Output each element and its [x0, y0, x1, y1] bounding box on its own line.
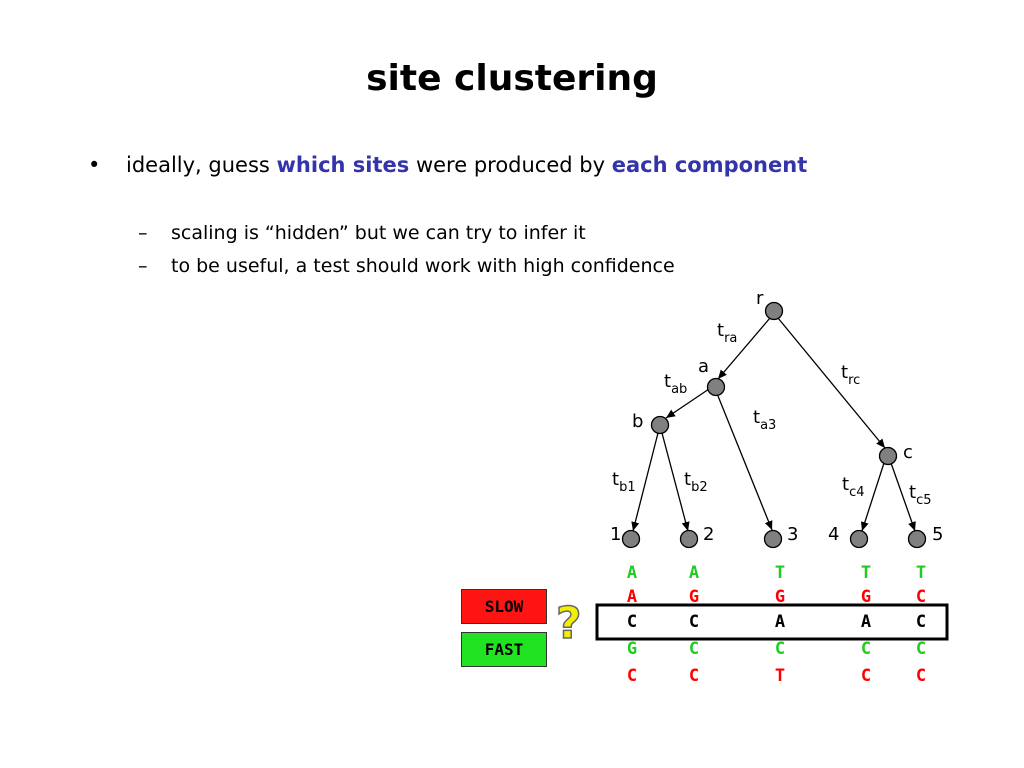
- sub-bullet-text: to be useful, a test should work with hi…: [171, 255, 675, 277]
- edge-label-ab: tab: [664, 371, 687, 397]
- highlighted-site-box: [595, 603, 949, 641]
- sequence-base: C: [627, 666, 637, 686]
- sequence-base: G: [627, 639, 637, 659]
- sequence-base: C: [689, 639, 699, 659]
- node-label-c: c: [903, 442, 913, 463]
- edge-label-b2: tb2: [684, 469, 708, 495]
- slow-button[interactable]: SLOW: [461, 589, 547, 624]
- node-3: [763, 529, 783, 549]
- node-1: [621, 529, 641, 549]
- sequence-base: C: [689, 612, 699, 632]
- sequence-base: C: [861, 666, 871, 686]
- edge-a-3: [717, 395, 773, 531]
- sequence-base: C: [916, 666, 926, 686]
- sub-bullet-text: scaling is “hidden” but we can try to in…: [171, 222, 586, 244]
- tree-nodes: [621, 301, 927, 549]
- edge-c-4: [860, 462, 885, 532]
- bullet-marker: •: [88, 153, 101, 177]
- bullet-part2: were produced by: [409, 153, 612, 177]
- node-label-5: 5: [932, 524, 943, 545]
- bullet-text: ideally, guess which sites were produced…: [126, 153, 807, 177]
- fast-button[interactable]: FAST: [461, 632, 547, 667]
- sequence-base: A: [627, 563, 637, 583]
- node-5: [907, 529, 927, 549]
- edge-label-c5: tc5: [909, 482, 931, 508]
- edge-label-a3: ta3: [753, 407, 776, 433]
- node-b: [650, 415, 670, 435]
- node-label-2: 2: [703, 524, 714, 545]
- edge-a-b: [665, 388, 710, 419]
- slide-title: site clustering: [366, 58, 658, 99]
- sequence-base: G: [861, 587, 871, 607]
- sequence-base: A: [689, 563, 699, 583]
- sequence-base: C: [775, 639, 785, 659]
- node-label-b: b: [632, 411, 643, 432]
- node-label-a: a: [698, 356, 709, 377]
- sequence-base: C: [916, 612, 926, 632]
- node-r: [764, 301, 784, 321]
- node-2: [679, 529, 699, 549]
- edge-b-1: [631, 432, 659, 532]
- edge-c-5: [890, 462, 916, 532]
- node-label-r: r: [756, 288, 764, 309]
- node-a: [706, 377, 726, 397]
- sequence-base: C: [916, 587, 926, 607]
- sequence-base: T: [775, 563, 785, 583]
- sequence-base: T: [861, 563, 871, 583]
- sequence-base: T: [775, 666, 785, 686]
- edge-b-2: [661, 432, 690, 532]
- sequence-base: A: [775, 612, 785, 632]
- edge-label-b1: tb1: [612, 469, 636, 495]
- edge-label-ra: tra: [717, 320, 737, 346]
- sequence-base: A: [627, 587, 637, 607]
- node-label-4: 4: [828, 524, 839, 545]
- bullet-part1: ideally, guess: [126, 153, 277, 177]
- sub-bullet-marker: –: [138, 222, 148, 244]
- sequence-base: C: [861, 639, 871, 659]
- sequence-base: G: [689, 587, 699, 607]
- highlight-which-sites: which sites: [276, 153, 410, 177]
- edge-label-rc: trc: [841, 362, 860, 388]
- node-4: [849, 529, 869, 549]
- sequence-base: C: [627, 612, 637, 632]
- edge-r-c: [777, 317, 886, 449]
- sequence-base: A: [861, 612, 871, 632]
- edge-r-a: [717, 317, 771, 380]
- sequence-base: C: [916, 639, 926, 659]
- question-mark-icon: ?: [556, 598, 582, 649]
- sequence-base: T: [916, 563, 926, 583]
- highlight-each-component: each component: [611, 153, 808, 177]
- sequence-base: C: [689, 666, 699, 686]
- node-c: [878, 446, 898, 466]
- node-label-3: 3: [787, 524, 798, 545]
- sequence-base: G: [775, 587, 785, 607]
- sub-bullet-marker: –: [138, 255, 148, 277]
- edge-label-c4: tc4: [842, 474, 864, 500]
- node-label-1: 1: [610, 524, 621, 545]
